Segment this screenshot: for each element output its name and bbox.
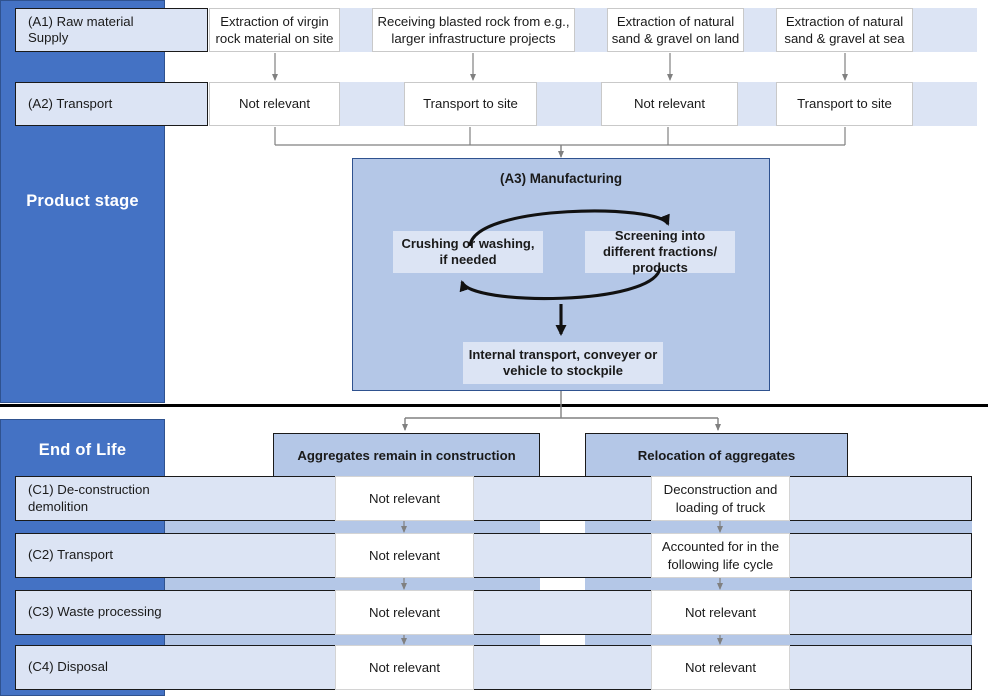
c2-c3-gap-left: [165, 578, 540, 590]
row-label-c1: (C1) De-construction demolition: [28, 477, 150, 520]
c3-band: (C3) Waste processing: [15, 590, 972, 635]
a1-cell-0-text: Extraction of virgin rock material on si…: [215, 13, 334, 46]
a1-cell-3-text: Extraction of natural sand & gravel at s…: [784, 13, 905, 46]
row-label-a1-text: (A1) Raw material Supply: [28, 13, 134, 46]
a2-spacer-3: [913, 82, 977, 126]
row-label-a2-text: (A2) Transport: [28, 95, 113, 111]
c2-c3-gap-right: [585, 578, 972, 590]
a2-cell-2-text: Not relevant: [633, 96, 706, 112]
a2-cell-0-text: Not relevant: [238, 96, 311, 112]
eol-head-1: Relocation of aggregates: [585, 433, 848, 479]
c4-band: (C4) Disposal: [15, 645, 972, 690]
row-label-c2: (C2) Transport: [28, 534, 113, 577]
a2-cell-2: Not relevant: [601, 82, 738, 126]
eol-head-0-text: Aggregates remain in construction: [297, 447, 516, 463]
c2-cell-0: Not relevant: [335, 533, 474, 578]
c2-cell-1-text: Accounted for in the following life cycl…: [661, 539, 780, 572]
c3-c4-gap-right: [585, 635, 972, 647]
c4-cell-1-text: Not relevant: [684, 659, 757, 675]
eol-head-0: Aggregates remain in construction: [273, 433, 540, 479]
eol-head-1-text: Relocation of aggregates: [637, 447, 796, 463]
a3-to-eol-branch: [402, 391, 721, 431]
manufacturing-step-screening-text: Screening into different fractions/ prod…: [602, 227, 718, 276]
c4-cell-1: Not relevant: [651, 645, 790, 690]
manufacturing-step-internal-transport: Internal transport, conveyer or vehicle …: [463, 342, 663, 384]
c2-cell-0-text: Not relevant: [368, 547, 441, 563]
a2-cell-0: Not relevant: [209, 82, 340, 126]
c2-cell-1: Accounted for in the following life cycl…: [651, 533, 790, 578]
stage-label-product: Product stage: [0, 0, 165, 403]
row-label-c4-text: (C4) Disposal: [28, 659, 108, 675]
c1-cell-0-text: Not relevant: [368, 490, 441, 506]
a2-cell-3: Transport to site: [776, 82, 913, 126]
manufacturing-step-crushing: Crushing or washing, if needed: [393, 231, 543, 273]
c1-cell-1-text: Deconstruction and loading of truck: [663, 482, 778, 515]
c1-band: (C1) De-construction demolition: [15, 476, 972, 521]
a2-spacer-1: [537, 82, 601, 126]
a1-cell-3: Extraction of natural sand & gravel at s…: [776, 8, 913, 52]
c1-cell-1: Deconstruction and loading of truck: [651, 476, 790, 521]
stage-label-eol-text: End of Life: [38, 441, 127, 459]
a1-cell-2-text: Extraction of natural sand & gravel on l…: [611, 13, 740, 46]
c4-cell-0: Not relevant: [335, 645, 474, 690]
manufacturing-step-screening: Screening into different fractions/ prod…: [585, 228, 735, 275]
a2-cell-3-text: Transport to site: [797, 96, 892, 112]
a1-to-a2-arrows: [272, 53, 848, 81]
row-label-a2: (A2) Transport: [15, 82, 208, 126]
stage-label-product-text: Product stage: [26, 192, 139, 210]
a1-spacer-0: [340, 8, 372, 52]
a1-spacer-1: [575, 8, 607, 52]
manufacturing-panel: (A3) Manufacturing Crushing or washing, …: [352, 158, 770, 391]
a2-to-a3-bus: [274, 127, 846, 146]
a1-spacer-2: [744, 8, 776, 52]
a1-cell-2: Extraction of natural sand & gravel on l…: [607, 8, 744, 52]
a2-cell-1-text: Transport to site: [423, 96, 518, 112]
manufacturing-step-internal-transport-text: Internal transport, conveyer or vehicle …: [468, 346, 658, 378]
row-label-a1: (A1) Raw material Supply: [15, 8, 208, 52]
row-label-c3: (C3) Waste processing: [28, 591, 162, 634]
a1-spacer-3: [913, 8, 977, 52]
c1-cell-0: Not relevant: [335, 476, 474, 521]
row-label-c1-text: (C1) De-construction demolition: [28, 482, 150, 514]
c1-c2-gap-left: [165, 521, 540, 533]
section-divider: [0, 404, 988, 407]
c3-cell-0-text: Not relevant: [368, 604, 441, 620]
row-label-c3-text: (C3) Waste processing: [28, 604, 162, 620]
a1-cell-0: Extraction of virgin rock material on si…: [209, 8, 340, 52]
manufacturing-title: (A3) Manufacturing: [500, 171, 622, 186]
a2-spacer-0: [340, 82, 404, 126]
c3-cell-1-text: Not relevant: [684, 604, 757, 620]
row-label-c4: (C4) Disposal: [28, 646, 108, 689]
c1-c2-gap-right: [585, 521, 972, 533]
a1-cell-1: Receiving blasted rock from e.g., larger…: [372, 8, 575, 52]
a1-cell-1-text: Receiving blasted rock from e.g., larger…: [377, 13, 570, 46]
c2-band: (C2) Transport: [15, 533, 972, 578]
a2-cell-1: Transport to site: [404, 82, 537, 126]
c3-cell-1: Not relevant: [651, 590, 790, 635]
c4-cell-0-text: Not relevant: [368, 659, 441, 675]
row-label-c2-text: (C2) Transport: [28, 547, 114, 563]
manufacturing-step-crushing-text: Crushing or washing, if needed: [401, 235, 535, 267]
c3-cell-0: Not relevant: [335, 590, 474, 635]
c3-c4-gap-left: [165, 635, 540, 647]
